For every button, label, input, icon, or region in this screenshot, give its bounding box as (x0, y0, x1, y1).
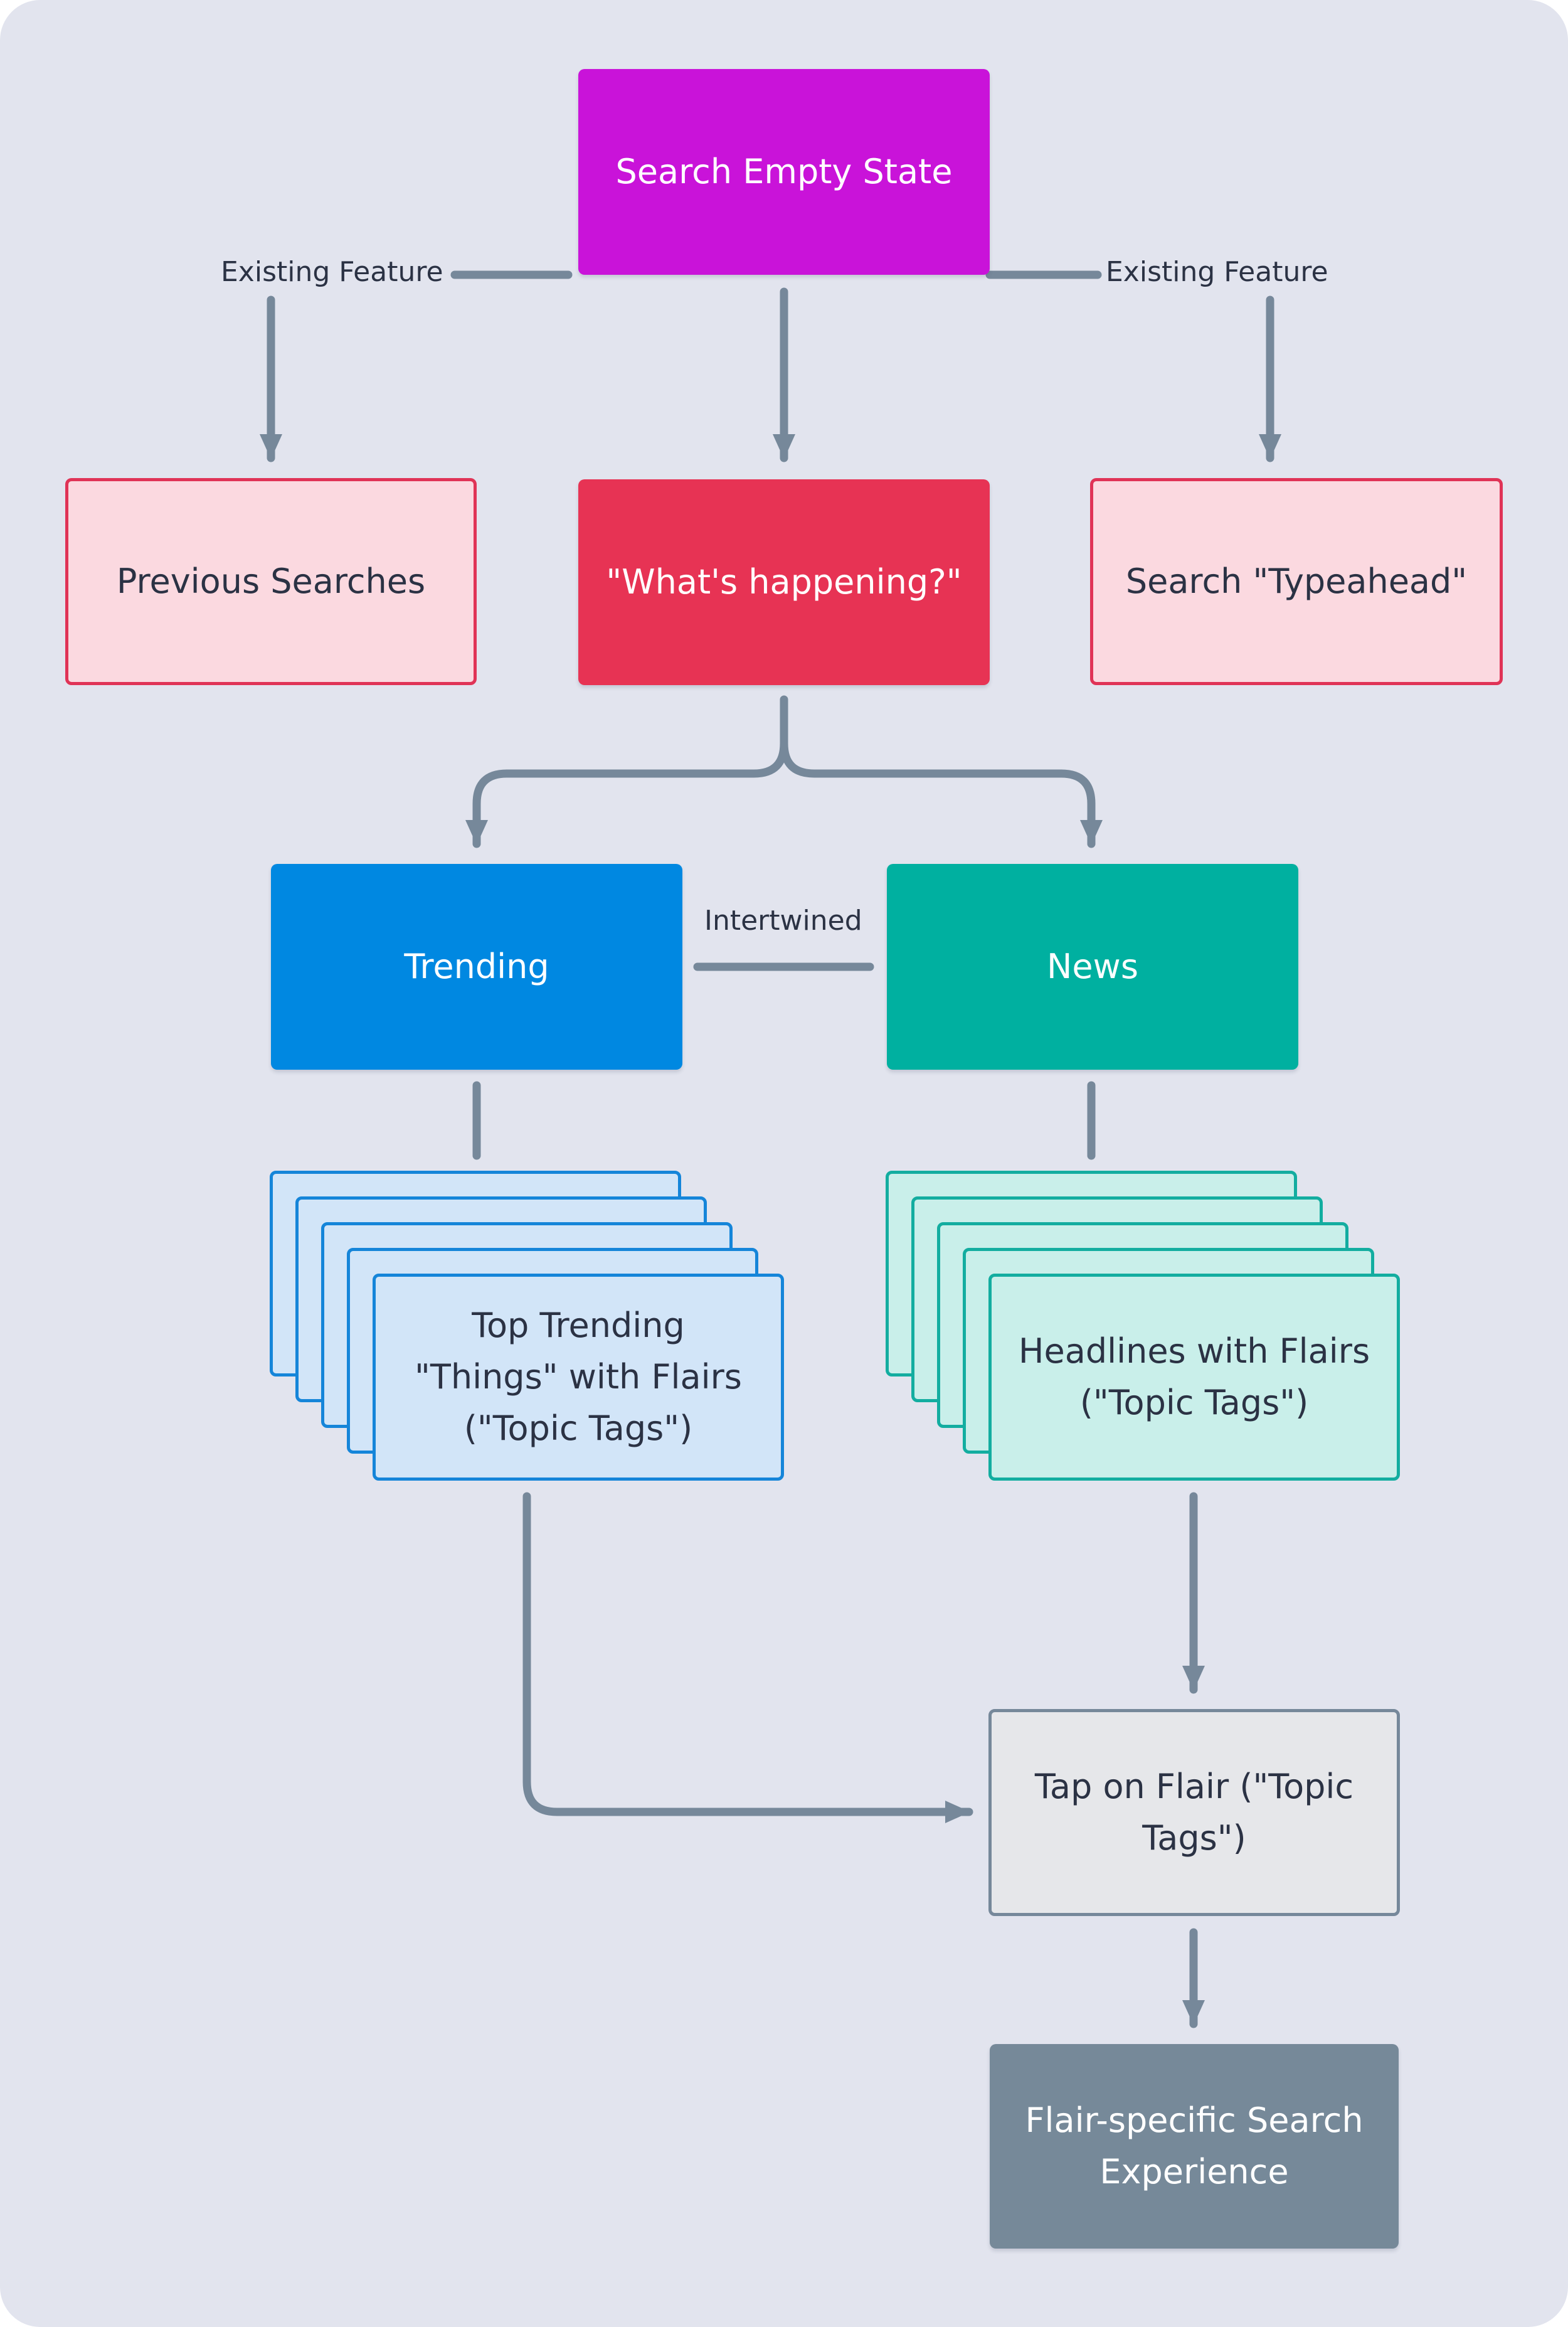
node-label-line: ("Topic Tags") (464, 1408, 693, 1448)
node-search-typeahead[interactable]: Search "Typeahead" (1090, 478, 1503, 685)
node-label: Search "Typeahead" (1125, 562, 1468, 601)
edge-label-existing-feature-right: Existing Feature (1106, 256, 1328, 288)
edge-label-intertwined: Intertwined (704, 905, 862, 937)
node-flair-specific-search[interactable]: Flair-specific Search Experience (990, 2044, 1399, 2249)
node-label-line: Top Trending (472, 1306, 685, 1345)
node-label-line: Tap on Flair ("Topic (1034, 1767, 1354, 1806)
node-label-line: Experience (1099, 2152, 1289, 2191)
arrow-to-trending (465, 695, 788, 848)
node-trending[interactable]: Trending (271, 864, 682, 1070)
node-headlines-with-flairs[interactable]: Headlines with Flairs ("Topic Tags") (988, 1274, 1400, 1481)
arrow-to-news (780, 739, 1103, 848)
arrow-top-trending-to-tap-flair (522, 1492, 973, 1823)
node-label: Headlines with Flairs ("Topic Tags") (1019, 1326, 1370, 1429)
node-whats-happening[interactable]: "What's happening?" (578, 479, 990, 685)
node-label: Top Trending "Things" with Flairs ("Topi… (415, 1300, 742, 1454)
node-label: Tap on Flair ("Topic Tags") (1035, 1761, 1353, 1864)
node-label: Previous Searches (116, 562, 426, 601)
node-previous-searches[interactable]: Previous Searches (65, 478, 477, 685)
node-top-trending-things[interactable]: Top Trending "Things" with Flairs ("Topi… (373, 1274, 784, 1481)
node-label: Flair-specific Search Experience (1025, 2095, 1363, 2198)
node-tap-on-flair[interactable]: Tap on Flair ("Topic Tags") (988, 1709, 1400, 1916)
node-label-line: "Things" with Flairs (415, 1357, 742, 1397)
node-label-line: Flair-specific Search (1025, 2101, 1364, 2140)
node-label: Trending (404, 947, 549, 986)
node-label-line: Tags") (1142, 1818, 1246, 1858)
node-label: Search Empty State (615, 152, 953, 191)
node-label-line: Headlines with Flairs (1018, 1331, 1370, 1371)
node-label: News (1047, 947, 1138, 986)
node-search-empty-state[interactable]: Search Empty State (578, 69, 990, 275)
node-label: "What's happening?" (606, 562, 962, 602)
node-label-line: ("Topic Tags") (1079, 1383, 1309, 1422)
node-news[interactable]: News (887, 864, 1298, 1070)
edge-label-existing-feature-left: Existing Feature (221, 256, 443, 288)
